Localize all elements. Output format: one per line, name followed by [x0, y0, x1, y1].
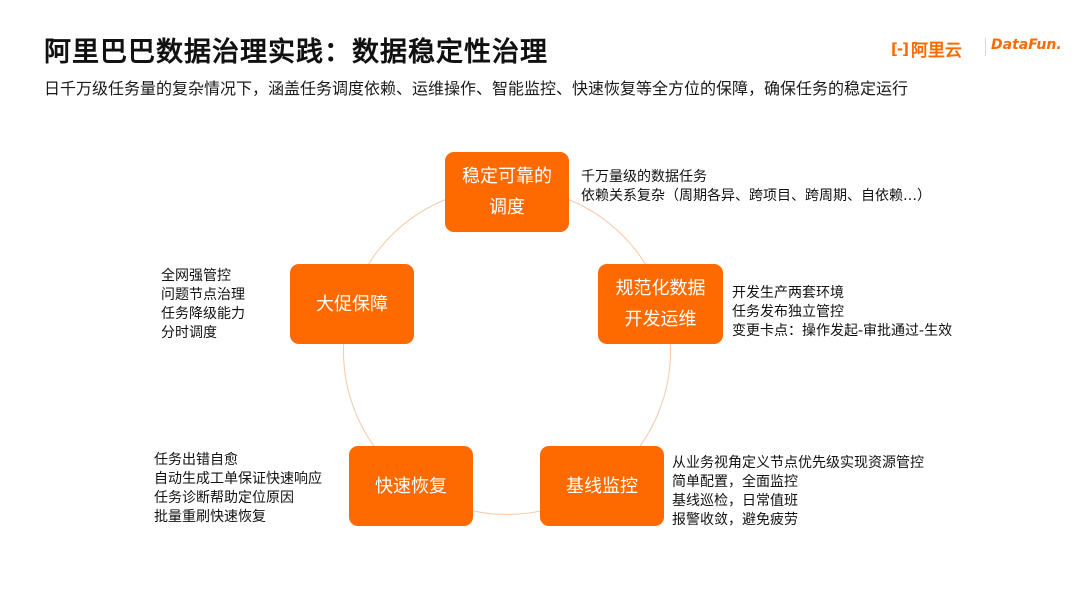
- node-promotion-guarantee: 大促保障: [290, 264, 414, 344]
- node-standard-devops: 规范化数据 开发运维: [598, 264, 723, 344]
- desc-line: 问题节点治理: [161, 287, 245, 303]
- desc-line: 依赖关系复杂（周期各异、跨项目、跨周期、自依赖…）: [581, 188, 931, 204]
- desc-line: 任务出错自愈: [154, 452, 238, 468]
- page-subtitle: 日千万级任务量的复杂情况下，涵盖任务调度依赖、运维操作、智能监控、快速恢复等全方…: [44, 79, 909, 98]
- desc-line: 简单配置，全面监控: [672, 474, 798, 490]
- desc-promotion-guarantee: 全网强管控 问题节点治理 任务降级能力 分时调度: [161, 267, 245, 343]
- logo-divider: [985, 38, 986, 56]
- desc-line: 开发生产两套环境: [732, 285, 844, 301]
- node-standard-devops-line1: 规范化数据: [615, 278, 706, 299]
- node-stable-scheduling: 稳定可靠的 调度: [445, 152, 569, 232]
- aliyun-logo-mark: [-]: [891, 39, 909, 58]
- node-promotion-guarantee-label: 大促保障: [316, 293, 388, 315]
- desc-baseline-monitoring: 从业务视角定义节点优先级实现资源管控 简单配置，全面监控 基线巡检，日常值班 报…: [672, 454, 924, 530]
- desc-line: 任务诊断帮助定位原因: [154, 490, 294, 506]
- desc-line: 全网强管控: [161, 268, 231, 284]
- desc-line: 基线巡检，日常值班: [672, 493, 798, 509]
- node-stable-scheduling-line1: 稳定可靠的: [462, 166, 552, 187]
- aliyun-logo-text: 阿里云: [910, 41, 962, 61]
- desc-standard-devops: 开发生产两套环境 任务发布独立管控 变更卡点：操作发起-审批通过-生效: [732, 284, 952, 341]
- desc-stable-scheduling: 千万量级的数据任务 依赖关系复杂（周期各异、跨项目、跨周期、自依赖…）: [581, 168, 931, 206]
- desc-fast-recovery: 任务出错自愈 自动生成工单保证快速响应 任务诊断帮助定位原因 批量重刷快速恢复: [154, 451, 322, 527]
- desc-line: 变更卡点：操作发起-审批通过-生效: [732, 323, 953, 339]
- datafun-logo-text: DataFun.: [991, 37, 1062, 53]
- node-fast-recovery-label: 快速恢复: [375, 475, 447, 497]
- node-baseline-monitoring: 基线监控: [540, 446, 664, 526]
- node-stable-scheduling-line2: 调度: [489, 197, 525, 218]
- datafun-logo: DataFun.: [991, 37, 1062, 53]
- desc-line: 任务发布独立管控: [732, 304, 844, 320]
- node-baseline-monitoring-label: 基线监控: [566, 475, 638, 497]
- desc-line: 任务降级能力: [161, 306, 245, 322]
- desc-line: 分时调度: [161, 325, 217, 341]
- node-fast-recovery: 快速恢复: [349, 446, 473, 526]
- desc-line: 自动生成工单保证快速响应: [154, 471, 322, 487]
- desc-line: 报警收敛，避免疲劳: [672, 512, 798, 528]
- desc-line: 千万量级的数据任务: [581, 169, 707, 185]
- aliyun-logo: [-] 阿里云: [891, 36, 962, 62]
- desc-line: 从业务视角定义节点优先级实现资源管控: [672, 455, 924, 471]
- page-title: 阿里巴巴数据治理实践：数据稳定性治理: [44, 37, 548, 68]
- desc-line: 批量重刷快速恢复: [154, 509, 266, 525]
- node-standard-devops-line2: 开发运维: [624, 309, 697, 330]
